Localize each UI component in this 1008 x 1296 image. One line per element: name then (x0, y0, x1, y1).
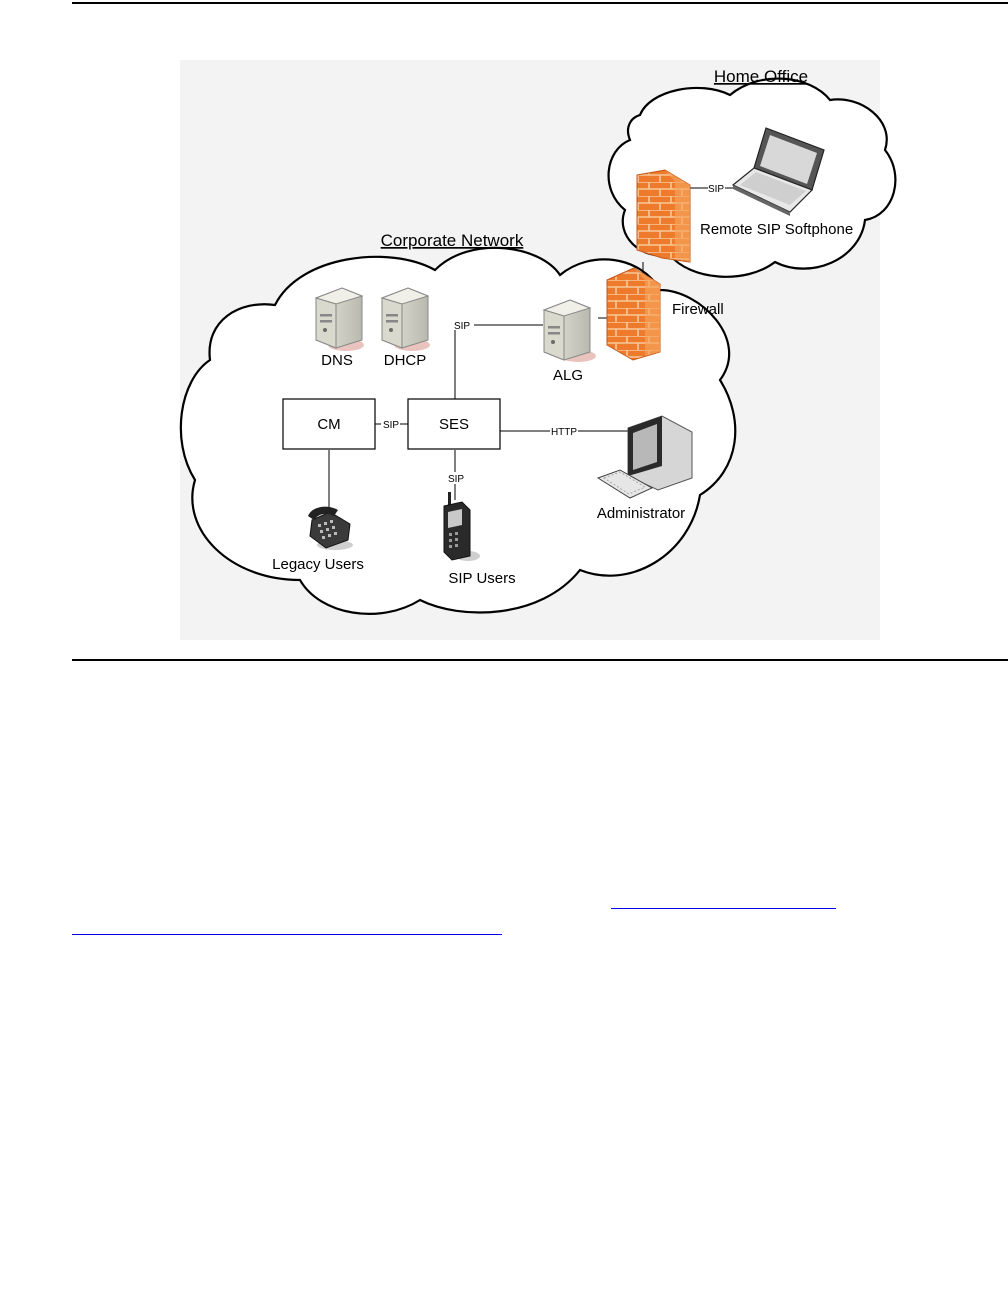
remote-sip-softphone-label: Remote SIP Softphone (700, 221, 853, 238)
desk-phone-icon (308, 506, 353, 550)
alg-server-icon (542, 299, 596, 362)
ses-sip-users-connection-label: SIP (448, 474, 464, 485)
network-diagram: Home Office Corporate Network SIP SIP SI… (179, 60, 897, 640)
home-office-title: Home Office (714, 67, 808, 86)
firewall-laptop-connection-label: SIP (708, 184, 724, 195)
corporate-firewall-icon (606, 267, 661, 361)
ses-admin-connection-label: HTTP (551, 427, 577, 438)
cm-label: CM (317, 416, 340, 433)
dns-server-icon (314, 287, 364, 351)
hyperlink-underline-2[interactable] (72, 934, 502, 935)
cm-box (282, 398, 376, 450)
ses-label: SES (439, 416, 469, 433)
bottom-rule (72, 659, 1008, 661)
ses-box (407, 398, 501, 450)
keyboard-icon (596, 469, 654, 499)
firewall-label: Firewall (672, 301, 724, 318)
monitor-icon (627, 415, 693, 491)
mobile-phone-icon (443, 492, 480, 561)
cm-ses-connection-label: SIP (383, 420, 399, 431)
dhcp-label: DHCP (384, 352, 427, 369)
hyperlink-underline-1[interactable] (611, 908, 836, 909)
sip-users-label: SIP Users (448, 570, 515, 587)
ses-alg-connection-label: SIP (454, 321, 470, 332)
legacy-users-label: Legacy Users (272, 556, 364, 573)
dns-label: DNS (321, 352, 353, 369)
top-rule (72, 2, 1008, 4)
dhcp-server-icon (380, 287, 430, 351)
administrator-label: Administrator (597, 505, 685, 522)
alg-label: ALG (553, 367, 583, 384)
home-firewall-icon (636, 169, 691, 263)
laptop-icon (731, 127, 825, 216)
corporate-network-title: Corporate Network (381, 231, 524, 250)
